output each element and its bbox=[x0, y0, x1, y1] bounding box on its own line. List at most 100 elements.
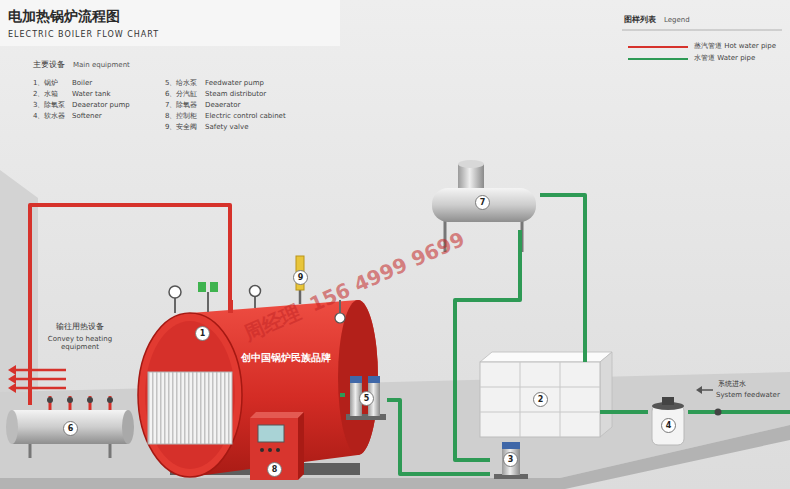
safety-valve: 9 bbox=[288, 256, 312, 294]
control-cabinet-art-part bbox=[276, 448, 280, 452]
callout-number: 1 bbox=[195, 326, 210, 341]
steam-distributor-art-part bbox=[12, 410, 128, 444]
water-tank-art-part bbox=[480, 362, 600, 437]
steam-distributor-art-part bbox=[6, 410, 18, 444]
callout-number: 4 bbox=[661, 418, 676, 433]
system-feedwater-art-part bbox=[688, 410, 790, 414]
deaerator-pump-art-part bbox=[502, 442, 520, 449]
control-cabinet-art-part bbox=[258, 425, 284, 442]
legend-text: 蒸汽管道 Hot water pipe bbox=[694, 42, 776, 50]
water-pipe bbox=[455, 230, 520, 460]
control-cabinet-art bbox=[250, 412, 304, 480]
text-label: Water tank bbox=[72, 90, 110, 98]
text-label: 系统进水 bbox=[718, 380, 746, 388]
water-pipe bbox=[600, 410, 648, 414]
text-label: Boiler bbox=[72, 79, 92, 87]
text-label: Safety valve bbox=[205, 123, 248, 131]
text-label: 8、控制柜 bbox=[165, 112, 197, 120]
text-label: 6、分汽缸 bbox=[165, 90, 197, 98]
text-label: 主要设备 bbox=[33, 60, 65, 69]
softener-art bbox=[652, 397, 684, 445]
text-label: Deaerator bbox=[205, 101, 240, 109]
boiler-art-part bbox=[148, 372, 232, 444]
legend-swatch bbox=[628, 46, 688, 48]
water-tank-art-part bbox=[520, 362, 521, 437]
water-tank-art-part bbox=[600, 352, 612, 437]
boiler-art-part bbox=[250, 286, 261, 297]
convey-arrows-part bbox=[14, 387, 66, 390]
water-pipe bbox=[540, 195, 585, 362]
water-tank-art-part bbox=[560, 362, 561, 437]
system-feedwater-art bbox=[688, 386, 790, 416]
boiler-art-part bbox=[138, 313, 242, 477]
steam-distributor-art-part bbox=[122, 410, 134, 444]
boiler-art-part bbox=[207, 292, 209, 312]
deaerator-pump: 3 bbox=[490, 440, 530, 480]
control-cabinet-art-part bbox=[250, 412, 304, 418]
callout-number: 8 bbox=[267, 462, 282, 477]
text-label: 2、水箱 bbox=[33, 90, 58, 98]
boiler-art-part bbox=[335, 313, 345, 323]
boiler-art-part bbox=[254, 296, 256, 308]
boiler-art-part bbox=[169, 286, 181, 298]
deaerator-art-part bbox=[432, 188, 536, 222]
text-label: 3、除氧泵 bbox=[33, 101, 65, 109]
boiler-art-part bbox=[210, 282, 218, 292]
text-label: Convey to heating equipment bbox=[42, 335, 118, 351]
convey-arrows-part bbox=[8, 365, 16, 375]
text-label: 图样列表 bbox=[624, 15, 656, 24]
callout-number: 6 bbox=[63, 421, 78, 436]
convey-arrows-part bbox=[8, 374, 16, 384]
callout-number: 7 bbox=[475, 195, 490, 210]
text-label: Steam distributor bbox=[205, 90, 266, 98]
boiler-art-part bbox=[228, 300, 233, 313]
water-tank-art bbox=[480, 352, 612, 437]
text-label: 输往用热设备 bbox=[42, 323, 118, 332]
convey-arrows-part bbox=[14, 378, 66, 381]
boiler: 1创中国锅炉民族品牌 bbox=[135, 300, 340, 410]
legend-rule bbox=[622, 30, 782, 31]
control-cabinet-art-part bbox=[260, 448, 264, 452]
boiler-art-part bbox=[174, 298, 176, 313]
header-panel bbox=[0, 0, 340, 46]
convey-arrows-part bbox=[14, 369, 66, 372]
softener: 4 bbox=[648, 398, 688, 448]
callout-number: 2 bbox=[533, 392, 548, 407]
text-label: Main equipment bbox=[73, 61, 130, 69]
water-pipe bbox=[340, 393, 345, 397]
callout-number: 3 bbox=[503, 452, 518, 467]
text-label: Legend bbox=[664, 16, 690, 24]
steam-distributor: 6 bbox=[5, 405, 135, 450]
text-label: 1、锅炉 bbox=[33, 79, 58, 87]
text-label: Deaerator pump bbox=[72, 101, 130, 109]
water-tank-art-part bbox=[480, 352, 612, 362]
control-cabinet-art-part bbox=[250, 418, 298, 480]
deaerator-pump-art bbox=[494, 442, 528, 479]
boiler-art-part bbox=[145, 321, 235, 469]
control-cabinet: 8 bbox=[248, 412, 304, 482]
softener-art-part bbox=[662, 397, 674, 405]
diagram-title: 电加热锅炉流程图 bbox=[8, 8, 120, 24]
legend-text: 水管道 Water pipe bbox=[694, 54, 755, 62]
callout-number: 5 bbox=[359, 391, 374, 406]
deaerator: 7 bbox=[425, 175, 540, 230]
softener-art-part bbox=[652, 405, 684, 445]
feedwater-pump-art bbox=[346, 376, 386, 420]
text-label: 7、除氧器 bbox=[165, 101, 197, 109]
deaerator-art-part bbox=[458, 160, 484, 168]
steam-distributor-art bbox=[6, 396, 134, 458]
control-cabinet-art-part bbox=[298, 412, 304, 480]
boiler-art-part bbox=[198, 282, 206, 292]
text-label: ELECTRIC BOILER FLOW CHART bbox=[8, 30, 159, 39]
callout-number: 9 bbox=[293, 270, 308, 285]
water-pipe bbox=[387, 400, 490, 474]
steam-distributor-art-part bbox=[47, 397, 53, 403]
water-tank-art-part bbox=[480, 387, 600, 388]
water-tank-art-part bbox=[480, 412, 600, 413]
system-feedwater-art-part bbox=[696, 386, 702, 394]
text-label: Feedwater pump bbox=[205, 79, 264, 87]
